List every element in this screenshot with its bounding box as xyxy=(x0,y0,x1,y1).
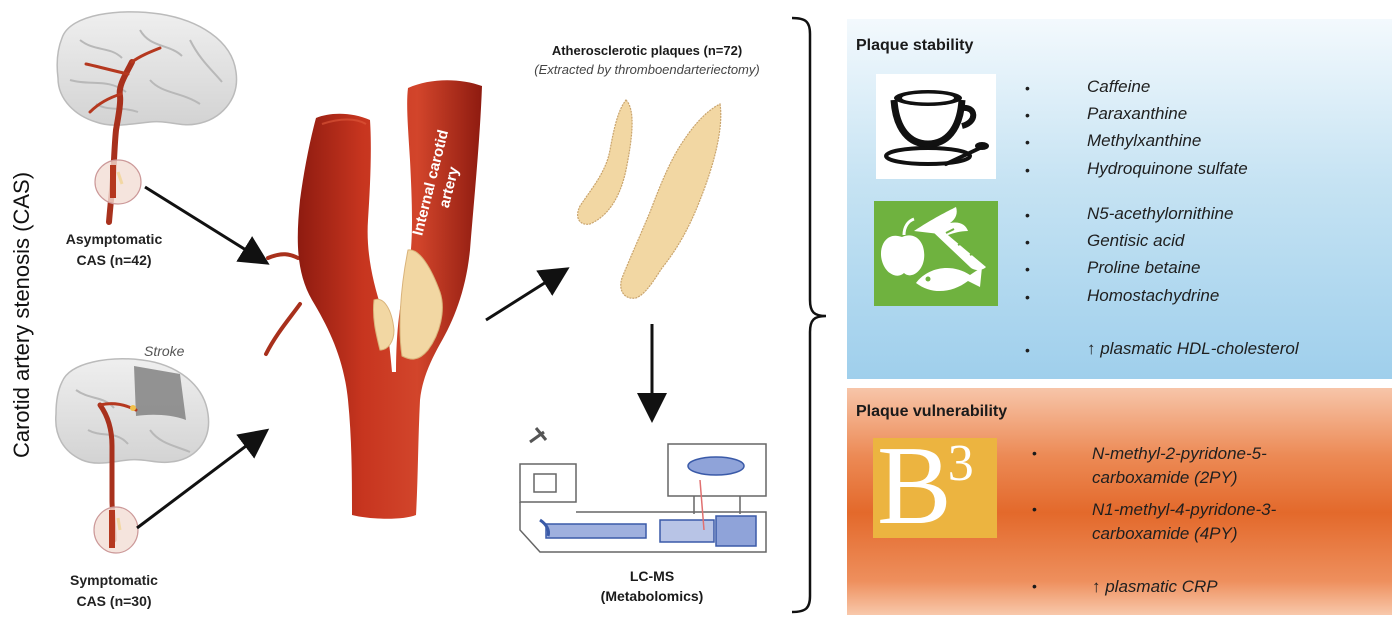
bullet: • xyxy=(1025,342,1030,358)
coffee-item-1: Caffeine xyxy=(1087,77,1151,96)
side-title: Carotid artery stenosis (CAS) xyxy=(9,171,34,459)
vulnerability-item-1-line2: carboxamide (2PY) xyxy=(1092,468,1238,487)
stability-marker: ↑ plasmatic HDL-cholesterol xyxy=(1087,339,1299,358)
lcms-caption: LC-MS (Metabolomics) xyxy=(592,566,712,606)
carotid-artery-illustration xyxy=(264,80,482,519)
brain-asymptomatic-icon xyxy=(56,11,238,225)
extracted-plaques-illustration xyxy=(577,99,722,299)
coffee-item-2: Paraxanthine xyxy=(1087,104,1188,123)
b3-letter: B xyxy=(877,438,952,538)
food-item-3: Proline betaine xyxy=(1087,258,1201,277)
symptomatic-line2: CAS (n=30) xyxy=(76,593,152,609)
vulnerability-item-2-line2: carboxamide (4PY) xyxy=(1092,524,1238,543)
bullet: • xyxy=(1032,501,1037,517)
stability-title: Plaque stability xyxy=(856,37,974,54)
coffee-item-4: Hydroquinone sulfate xyxy=(1087,159,1248,178)
arrow-asymptomatic-to-artery xyxy=(144,185,270,265)
lcms-line2: (Metabolomics) xyxy=(600,588,704,604)
vulnerability-item-2-line1: N1-methyl-4-pyridone-3- xyxy=(1092,500,1277,519)
vitamin-b3-icon: B 3 xyxy=(873,438,997,538)
asymptomatic-line2: CAS (n=42) xyxy=(76,252,152,268)
arrow-symptomatic-to-artery xyxy=(136,428,270,530)
right-brace xyxy=(791,16,827,614)
coffee-item-3: Methylxanthine xyxy=(1087,131,1202,150)
lcms-instrument-icon xyxy=(519,427,767,553)
bullet: • xyxy=(1025,234,1030,250)
bullet: • xyxy=(1032,445,1037,461)
vulnerability-marker: ↑ plasmatic CRP xyxy=(1092,577,1218,596)
bullet: • xyxy=(1032,578,1037,594)
stroke-label: Stroke xyxy=(144,343,185,359)
vulnerability-item-1: N-methyl-2-pyridone-5- carboxamide (2PY) xyxy=(1092,442,1267,490)
bullet: • xyxy=(1025,162,1030,178)
bullet: • xyxy=(1025,107,1030,123)
food-item-2: Gentisic acid xyxy=(1087,231,1185,250)
bullet: • xyxy=(1025,207,1030,223)
symptomatic-line1: Symptomatic xyxy=(70,572,158,588)
plaques-subtitle: (Extracted by thromboendarteriectomy) xyxy=(534,62,760,77)
food-item-1: N5-acethylornithine xyxy=(1087,204,1234,223)
brain-symptomatic-icon xyxy=(55,358,210,554)
vulnerability-item-2: N1-methyl-4-pyridone-3- carboxamide (4PY… xyxy=(1092,498,1276,546)
fruit-vegetable-fish-icon xyxy=(874,201,998,306)
coffee-cup-icon xyxy=(876,74,996,179)
asymptomatic-label: Asymptomatic CAS (n=42) xyxy=(54,229,174,271)
arrow-artery-to-plaques xyxy=(485,267,570,322)
vulnerability-item-1-line1: N-methyl-2-pyridone-5- xyxy=(1092,444,1267,463)
symptomatic-label: Symptomatic CAS (n=30) xyxy=(54,570,174,612)
plaque-stability-panel: Plaque stability • Caffeine • Paraxanthi… xyxy=(847,19,1392,379)
bullet: • xyxy=(1025,261,1030,277)
food-item-4: Homostachydrine xyxy=(1087,286,1220,305)
bullet: • xyxy=(1025,134,1030,150)
plaques-caption: Atherosclerotic plaques (n=72) (Extracte… xyxy=(497,43,797,77)
plaques-title: Atherosclerotic plaques (n=72) xyxy=(551,43,743,58)
bullet: • xyxy=(1025,289,1030,305)
bullet: • xyxy=(1025,80,1030,96)
lcms-line1: LC-MS xyxy=(629,568,675,584)
asymptomatic-line1: Asymptomatic xyxy=(65,231,163,247)
vulnerability-title: Plaque vulnerability xyxy=(856,403,1008,420)
b3-superscript: 3 xyxy=(947,438,974,492)
